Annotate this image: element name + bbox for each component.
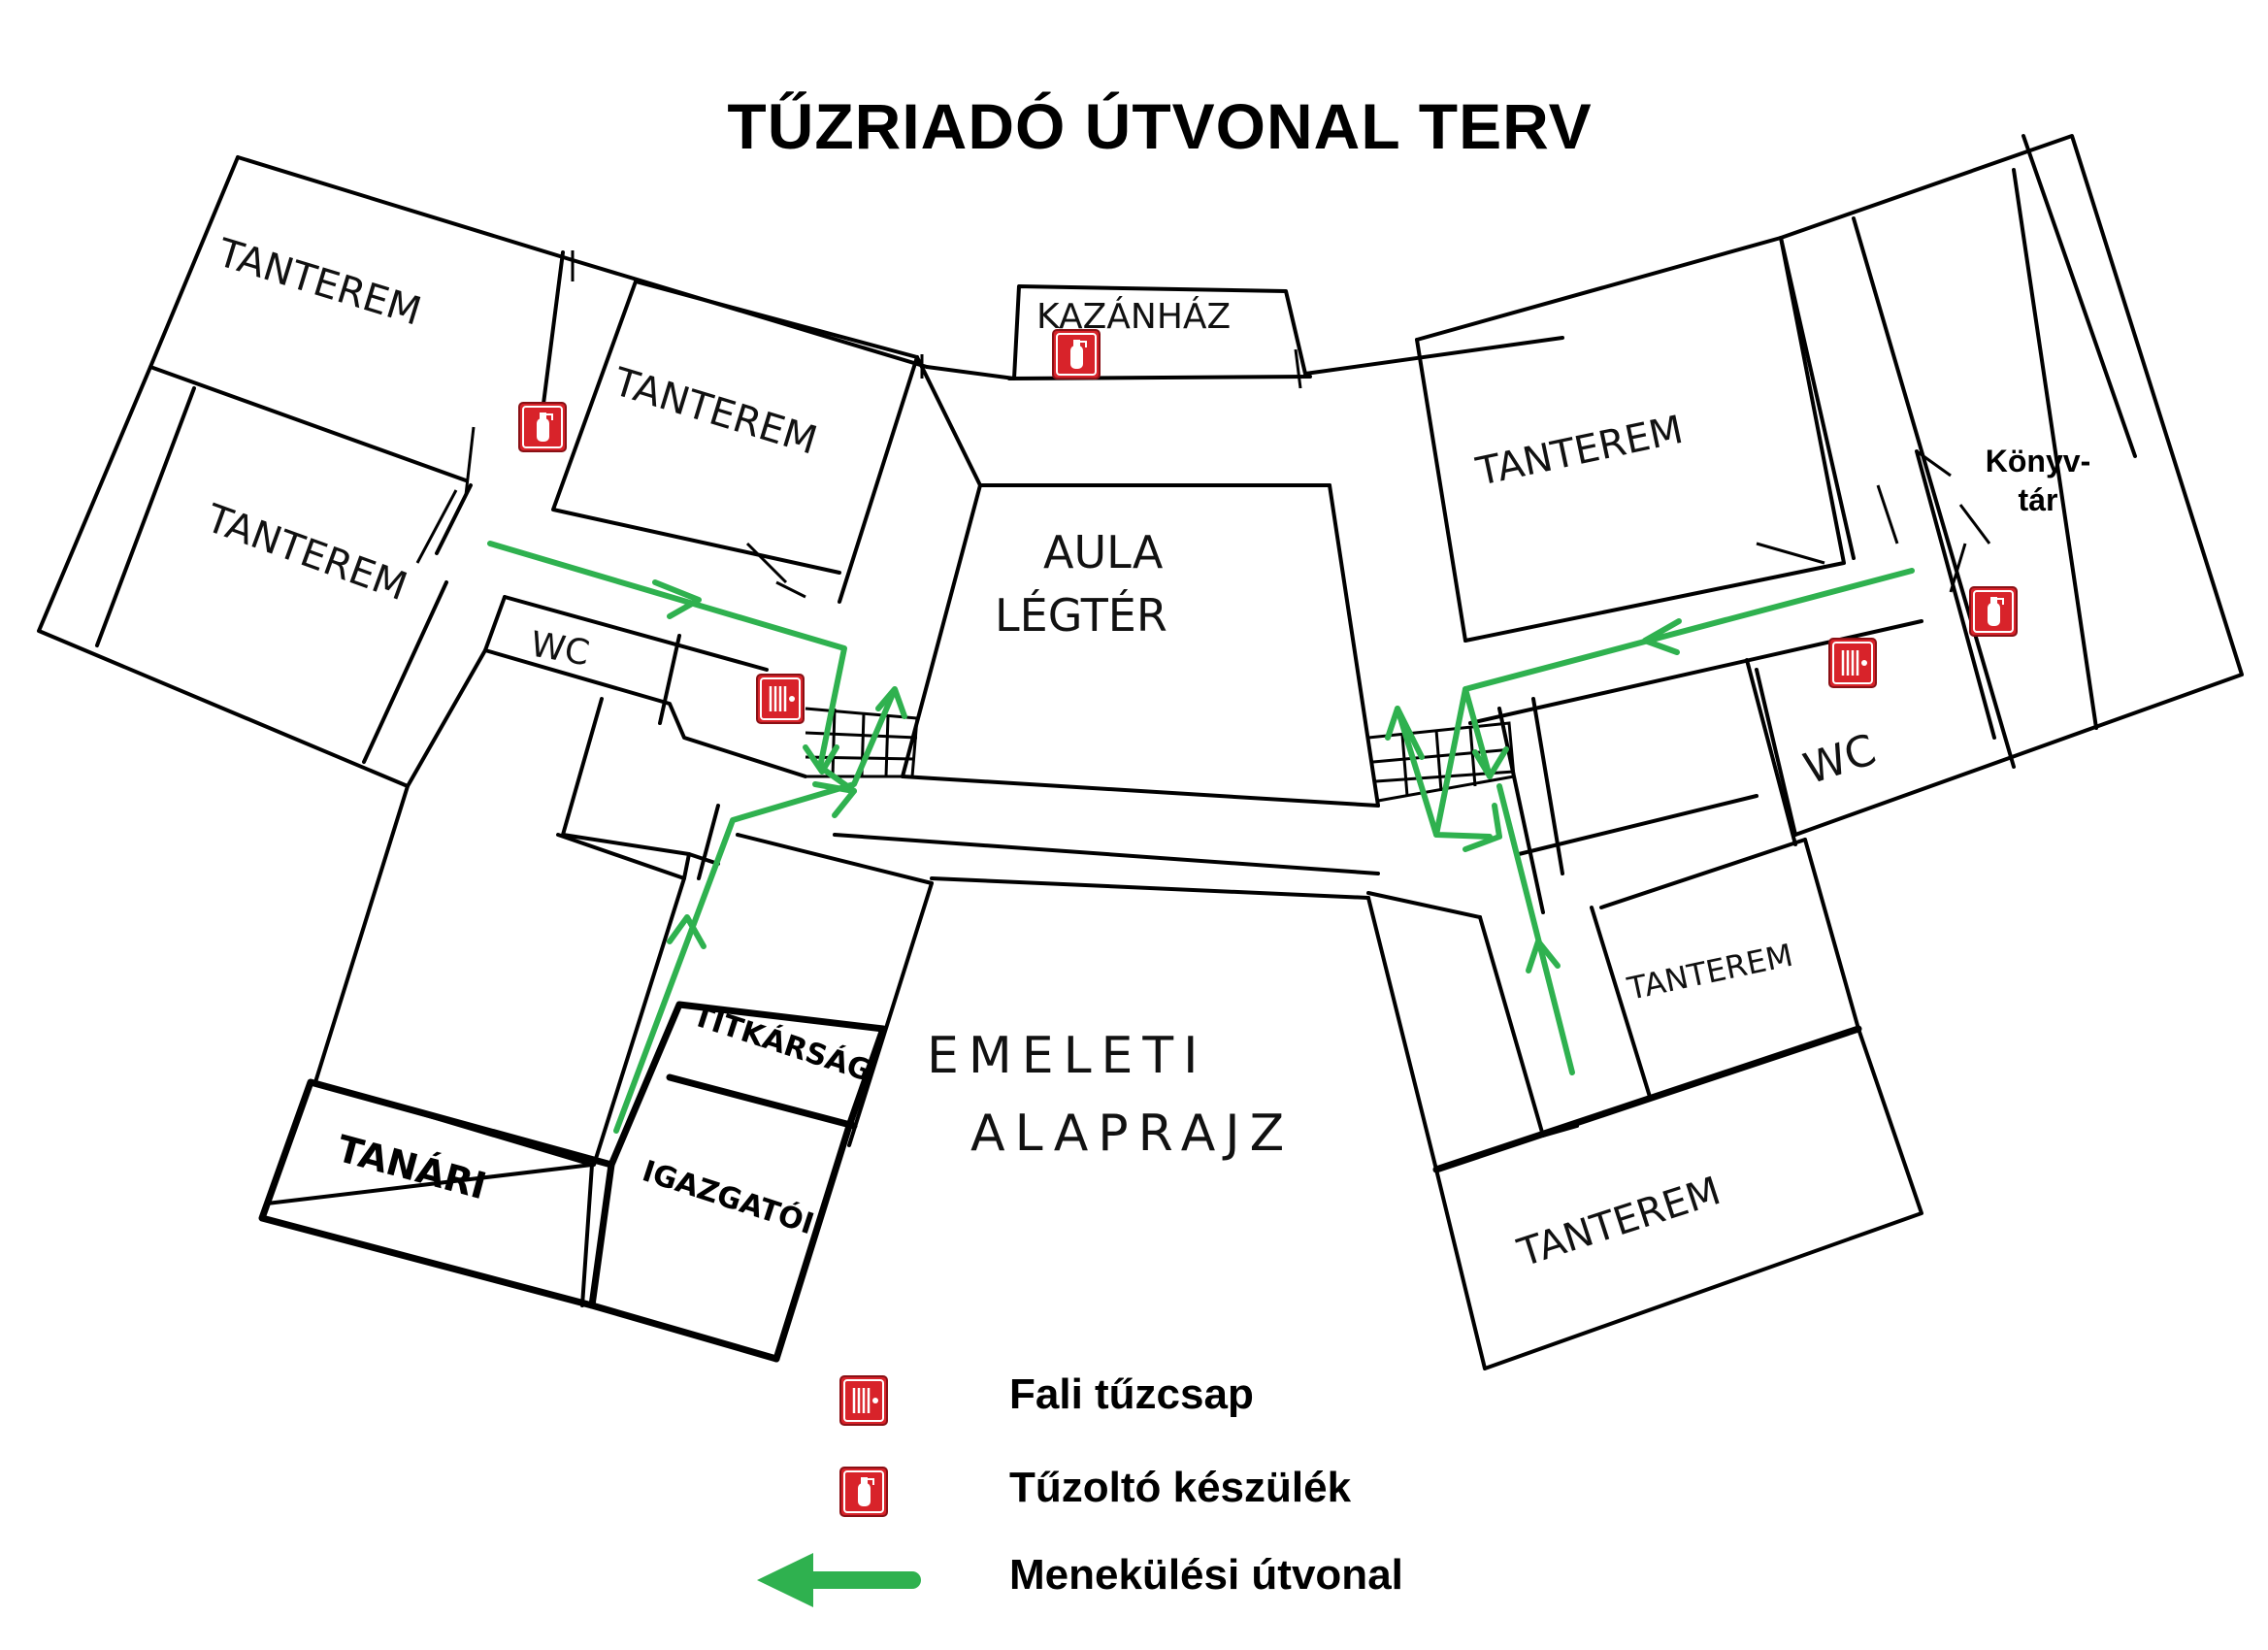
legend-label-escape-route: Menekülési útvonal <box>1009 1551 1403 1599</box>
legend-icons <box>757 1374 921 1607</box>
room-label-tanterem-se-small: TANTEREM <box>1624 937 1796 1007</box>
room-label-emeleti-line2: ALAPRAJZ <box>970 1105 1294 1163</box>
legend-label-hydrant: Fali tűzcsap <box>1009 1370 1254 1418</box>
room-label-tanari: TANÁRI <box>333 1127 491 1207</box>
escape-routes <box>487 541 1915 1134</box>
room-label-tanterem-se-large: TANTEREM <box>1512 1169 1726 1276</box>
wall-hydrant-icon <box>1827 637 1878 689</box>
room-label-konyvtar: Könyv- tár <box>1975 442 2101 519</box>
room-label-emeleti-line1: EMELETI <box>927 1027 1208 1085</box>
room-label-tanterem-nw-inner: TANTEREM <box>608 359 822 463</box>
fire-extinguisher-icon <box>1052 329 1101 380</box>
room-label-wc-east: WC <box>1798 725 1882 794</box>
page-title: TŰZRIADÓ ÚTVONAL TERV <box>727 90 1593 162</box>
door-marks <box>415 250 1991 599</box>
fire-extinguisher-icon <box>1969 586 2018 637</box>
room-label-aula-line1: AULA <box>1043 526 1164 578</box>
room-label-tanterem-nw-top: TANTEREM <box>212 230 426 334</box>
room-label-tanterem-west: TANTEREM <box>200 496 413 610</box>
konyvtar-line1: Könyv- <box>1985 444 2091 478</box>
escape-arrow-icon <box>757 1553 921 1607</box>
fire-extinguisher-icon <box>839 1467 888 1517</box>
wall-hydrant-icon <box>755 673 805 725</box>
room-label-aula-line2: LÉGTÉR <box>995 589 1167 642</box>
fire-extinguisher-icon <box>518 402 567 452</box>
room-label-titkarsag: TITKÁRSÁG <box>689 998 876 1088</box>
room-label-igazgatoi: IGAZGATÓI <box>639 1152 819 1241</box>
escape-arrow-icon <box>652 579 702 619</box>
wall-hydrant-icon <box>838 1374 889 1427</box>
konyvtar-line2: tár <box>2018 482 2058 517</box>
room-label-tanterem-ne: TANTEREM <box>1472 408 1688 495</box>
legend-label-extinguisher: Tűzoltó készülék <box>1009 1464 1352 1511</box>
